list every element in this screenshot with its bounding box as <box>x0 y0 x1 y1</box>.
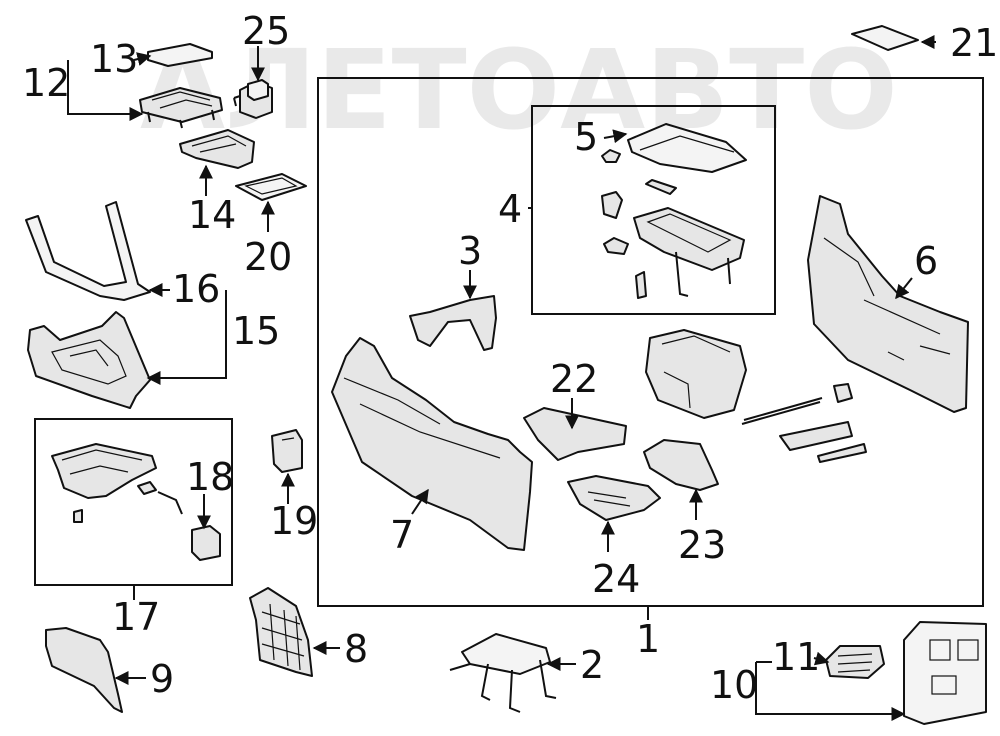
part-15-shift-panel[interactable] <box>27 311 151 409</box>
callout-11: 11 <box>772 635 820 679</box>
callout-6: 6 <box>914 239 938 283</box>
callout-14: 14 <box>188 193 236 237</box>
part-11-vent[interactable] <box>825 645 885 679</box>
callout-12: 12 <box>22 61 70 105</box>
assembly-1-frame <box>317 77 984 607</box>
callout-7: 7 <box>390 513 414 557</box>
part-20-mat[interactable] <box>235 173 307 201</box>
part-14-holder[interactable] <box>179 129 255 169</box>
part-21-pad[interactable] <box>851 25 919 51</box>
callout-8: 8 <box>344 627 368 671</box>
part-9-side-panel[interactable] <box>45 627 123 713</box>
part-10-rear-panel[interactable] <box>903 621 987 725</box>
callout-1: 1 <box>636 617 660 661</box>
part-22-bracket[interactable] <box>523 407 627 461</box>
part-8-side-cover[interactable] <box>249 587 313 677</box>
rod-parts <box>741 383 867 463</box>
callout-9: 9 <box>150 657 174 701</box>
callout-3: 3 <box>458 229 482 273</box>
part-18-clip[interactable] <box>191 525 221 561</box>
callout-labels: 1 2 3 4 5 6 7 8 9 10 11 12 13 14 15 16 1… <box>22 9 998 707</box>
assembly-4-frame <box>531 105 776 315</box>
callout-4: 4 <box>498 187 522 231</box>
callout-5: 5 <box>574 115 598 159</box>
part-17-cup-holder[interactable] <box>51 443 183 523</box>
callout-17: 17 <box>112 595 160 639</box>
part-24-tray[interactable] <box>567 475 661 521</box>
callout-2: 2 <box>580 643 604 687</box>
leader-lines <box>67 35 936 721</box>
callout-20: 20 <box>244 235 292 279</box>
assembly-17-frame <box>34 418 233 586</box>
part-7-console-body[interactable] <box>331 337 533 551</box>
armrest-hinge-parts <box>601 149 677 299</box>
part-16-trim-bezel[interactable] <box>25 201 151 301</box>
callout-23: 23 <box>678 523 726 567</box>
part-2-bracket[interactable] <box>449 633 557 713</box>
callout-22: 22 <box>550 357 598 401</box>
part-3-bracket[interactable] <box>409 295 497 351</box>
part-12-tray[interactable] <box>139 87 223 129</box>
part-4-armrest-base[interactable] <box>633 207 745 297</box>
callout-24: 24 <box>592 557 640 601</box>
part-6-side-panel[interactable] <box>807 195 969 413</box>
callout-16: 16 <box>172 267 220 311</box>
callout-10: 10 <box>710 663 758 707</box>
callout-21: 21 <box>950 21 998 65</box>
part-23-holder[interactable] <box>643 439 719 491</box>
callout-19: 19 <box>270 499 318 543</box>
part-19-socket[interactable] <box>271 429 303 473</box>
part-5-armrest[interactable] <box>627 123 747 173</box>
callout-15: 15 <box>232 309 280 353</box>
callout-18: 18 <box>186 455 234 499</box>
callout-25: 25 <box>242 9 290 53</box>
callout-13: 13 <box>90 37 138 81</box>
center-box-part[interactable] <box>645 329 747 419</box>
